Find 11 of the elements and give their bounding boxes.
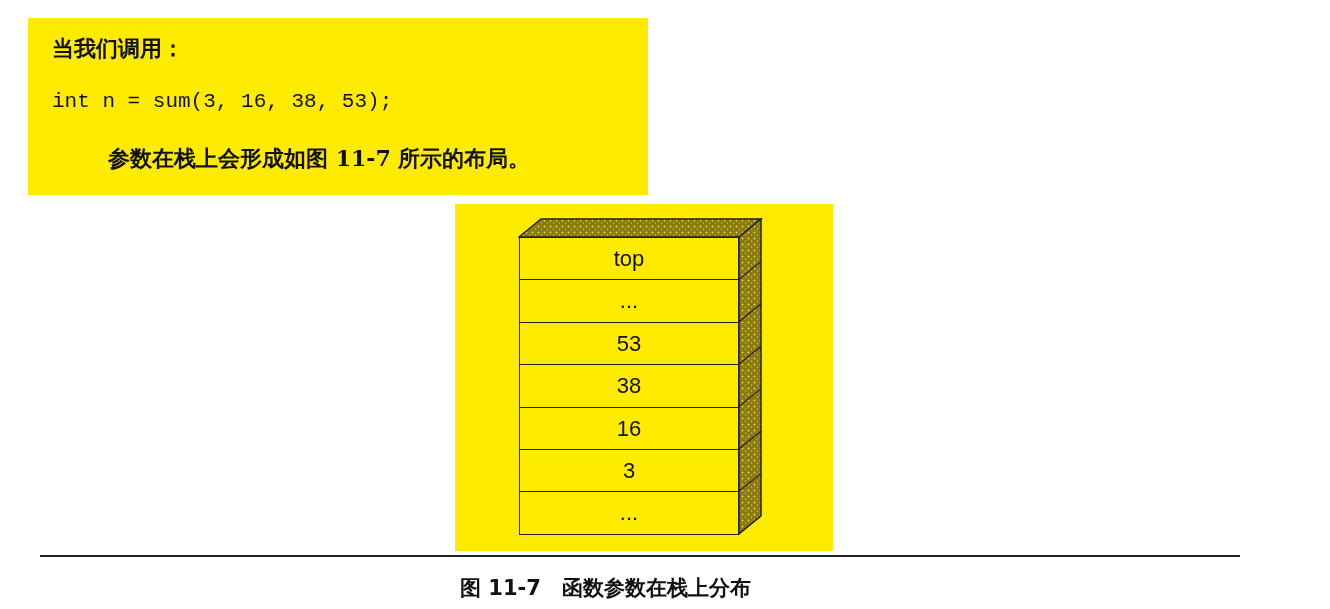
body-text: 参数在栈上会形成如图 11-7 所示的布局。 bbox=[108, 144, 531, 173]
code-line: int n = sum(3, 16, 38, 53); bbox=[52, 90, 393, 113]
stack-cell: 53 bbox=[519, 321, 739, 366]
stack-cell: ... bbox=[519, 491, 739, 536]
figure-caption: 图 11-7 函数参数在栈上分布 bbox=[460, 575, 751, 602]
stack-cell: 3 bbox=[519, 449, 739, 493]
intro-text: 当我们调用： bbox=[52, 34, 184, 63]
stack-cell: top bbox=[519, 237, 739, 281]
stack-cell: ... bbox=[519, 279, 739, 324]
stack-cell: 16 bbox=[519, 406, 739, 451]
stack-cell: 38 bbox=[519, 364, 739, 409]
